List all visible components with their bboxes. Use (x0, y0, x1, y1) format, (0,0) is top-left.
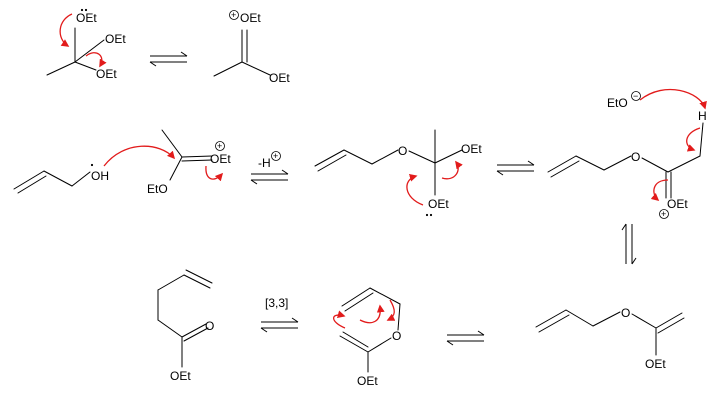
triethyl-orthoacetate: OEt OEt OEt (46, 8, 126, 81)
minus-charge: − (631, 91, 641, 101)
plus-charge: + (229, 10, 239, 20)
h-label: H (698, 109, 707, 123)
electron-arrow (686, 127, 701, 152)
oet-label: OEt (170, 369, 191, 383)
plus-charge: + (271, 151, 281, 161)
oet-label: OEt (105, 32, 126, 46)
svg-text:+: + (273, 151, 278, 161)
oet-label: OEt (96, 67, 117, 81)
equilibrium-arrow (149, 51, 188, 67)
shift-label: [3,3] (265, 296, 288, 310)
svg-text:+: + (231, 10, 236, 20)
electron-arrow (59, 13, 73, 47)
oet-label: OEt (428, 197, 449, 211)
mixed-orthoester: O OEt OEt (314, 129, 482, 217)
oet-label: OEt (645, 357, 666, 371)
oxocarbenium-ion: + OEt OEt (213, 10, 290, 85)
allyl-alcohol: OH (13, 145, 176, 194)
eto-label: EtO (147, 182, 168, 196)
oet-label: OEt (461, 142, 482, 156)
oet-label: OEt (240, 11, 261, 25)
electron-arrow (441, 160, 463, 180)
allyloxy-oxocarbenium: O H OEt + (547, 109, 707, 219)
electron-arrow (650, 179, 669, 202)
sigmatropic-step: [3,3] (260, 296, 299, 333)
oet-label: OEt (76, 11, 97, 25)
electron-arrow (85, 52, 107, 68)
svg-text:+: + (217, 141, 222, 151)
ketene-acetal: O OEt (535, 306, 685, 371)
o-label: O (392, 329, 401, 343)
electron-arrow (359, 304, 385, 324)
electron-arrow (406, 173, 424, 206)
oet-label: OEt (357, 374, 378, 388)
svg-text:−: − (633, 91, 638, 101)
oxocarbenium-ion: OEt EtO + (147, 129, 231, 196)
electron-arrow (103, 145, 176, 167)
equilibrium-arrow (496, 160, 535, 176)
plus-charge: + (659, 209, 669, 219)
o-label: O (398, 144, 407, 158)
electron-arrow (205, 165, 224, 182)
electron-arrow (639, 88, 707, 110)
o-label: O (621, 306, 630, 320)
electron-arrow (332, 310, 346, 329)
ethoxide-base: EtO − (607, 88, 707, 110)
plus-charge: + (215, 141, 225, 151)
eto-label: EtO (607, 96, 628, 110)
claisen-transition-state: O OEt (332, 287, 401, 388)
oet-label: OEt (269, 71, 290, 85)
minus-h-label: -H (258, 156, 271, 170)
o-label: O (631, 150, 640, 164)
ethyl-pentenoate: O OEt (157, 269, 214, 383)
svg-text:+: + (661, 209, 666, 219)
oh-label: OH (91, 169, 109, 183)
o-label: O (205, 319, 214, 333)
oet-label: OEt (210, 152, 231, 166)
oet-label: OEt (667, 197, 688, 211)
equilibrium-arrow (621, 223, 637, 265)
deprotonation-step: -H + (250, 151, 289, 185)
electron-arrow (386, 299, 396, 321)
equilibrium-arrow (446, 330, 485, 346)
